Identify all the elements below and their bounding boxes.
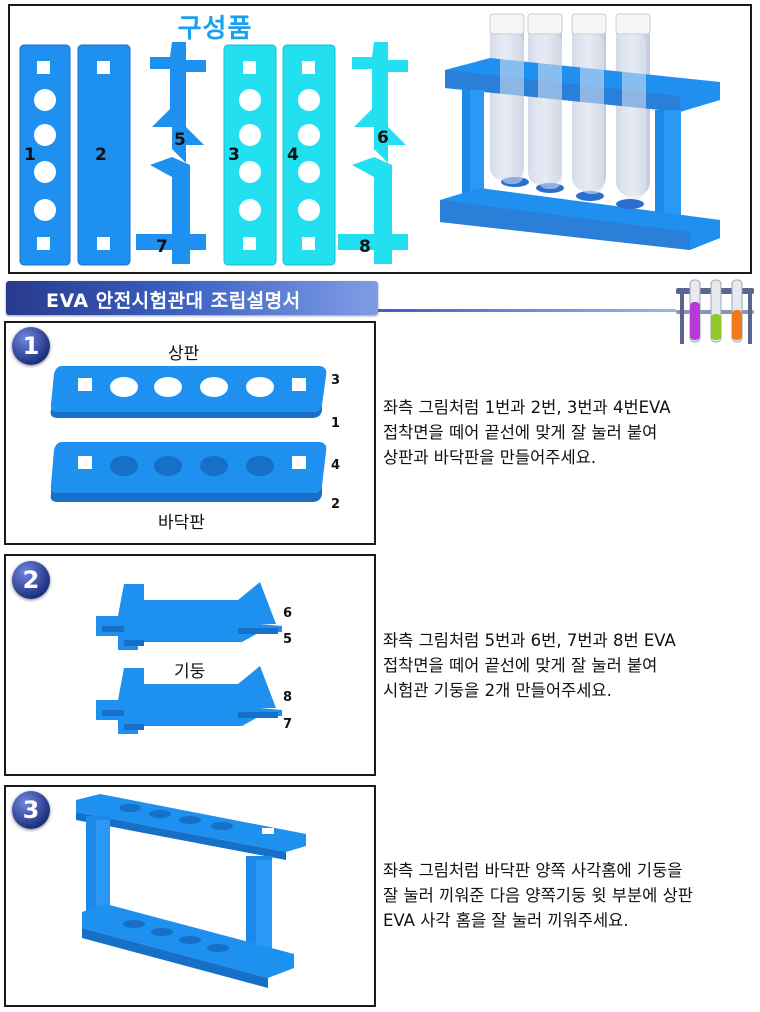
step-1-panel <box>4 321 376 545</box>
step-2-num-5: 5 <box>283 632 293 647</box>
step-1-num-3: 3 <box>331 373 341 388</box>
step-3-badge: 3 <box>12 791 50 829</box>
step-3-line-3: EVA 사각 홈을 잘 눌러 끼워주세요. <box>383 911 629 930</box>
part-3-board <box>223 44 277 266</box>
step-2-line-1: 좌측 그림처럼 5번과 6번, 7번과 8번 EVA <box>383 631 676 650</box>
step-3-panel <box>4 785 376 1007</box>
part-label-5: 5 <box>174 130 186 150</box>
part-label-2: 2 <box>95 145 107 165</box>
step-3-line-2: 잘 눌러 끼워준 다음 양쪽기둥 윗 부분에 상판 <box>383 886 693 905</box>
step-1-line-3: 상판과 바닥판을 만들어주세요. <box>383 448 597 467</box>
step-1-bottom-label: 바닥판 <box>158 513 205 533</box>
part-label-4: 4 <box>287 145 299 165</box>
step-2-line-3: 시험관 기둥을 2개 만들어주세요. <box>383 681 612 700</box>
part-5-7-post <box>136 42 206 264</box>
part-label-1: 1 <box>24 145 36 165</box>
step-2-num-6: 6 <box>283 606 293 621</box>
step-1-num-4: 4 <box>331 458 341 473</box>
step-1-top-label: 상판 <box>168 344 200 364</box>
step-1-line-1: 좌측 그림처럼 1번과 2번, 3번과 4번EVA <box>383 398 671 417</box>
step-1-badge: 1 <box>12 327 50 365</box>
step-2-middle-label: 기둥 <box>174 662 206 682</box>
part-label-6: 6 <box>377 128 389 148</box>
part-4-board <box>282 44 336 266</box>
part-6-8-post <box>338 42 408 264</box>
step-1-description: 좌측 그림처럼 1번과 2번, 3번과 4번EVA 접착면을 떼어 끝선에 맞게… <box>383 395 753 470</box>
banner-divider <box>378 309 676 312</box>
part-label-7: 7 <box>156 237 168 257</box>
part-label-3: 3 <box>228 145 240 165</box>
step-1-num-2: 2 <box>331 497 341 512</box>
components-title: 구성품 <box>177 14 253 44</box>
part-2-board <box>77 44 131 266</box>
part-label-8: 8 <box>359 237 371 257</box>
part-1-board <box>19 44 71 266</box>
step-2-line-2: 접착면을 떼어 끝선에 맞게 잘 눌러 붙여 <box>383 656 658 675</box>
step-1-num-1: 1 <box>331 416 341 431</box>
step-2-description: 좌측 그림처럼 5번과 6번, 7번과 8번 EVA 접착면을 떼어 끝선에 맞… <box>383 628 753 703</box>
assembled-rack-with-tubes <box>440 13 720 250</box>
step-2-badge: 2 <box>12 561 50 599</box>
title-banner: EVA 안전시험관대 조립설명서 <box>6 281 378 315</box>
banner-title: EVA 안전시험관대 조립설명서 <box>46 290 301 312</box>
step-3-description: 좌측 그림처럼 바닥판 양쪽 사각홈에 기둥을 잘 눌러 끼워준 다음 양쪽기둥… <box>383 858 753 933</box>
step-2-num-7: 7 <box>283 717 293 732</box>
step-1-line-2: 접착면을 떼어 끝선에 맞게 잘 눌러 붙여 <box>383 423 658 442</box>
step-2-num-8: 8 <box>283 690 293 705</box>
step-3-line-1: 좌측 그림처럼 바닥판 양쪽 사각홈에 기둥을 <box>383 861 683 880</box>
